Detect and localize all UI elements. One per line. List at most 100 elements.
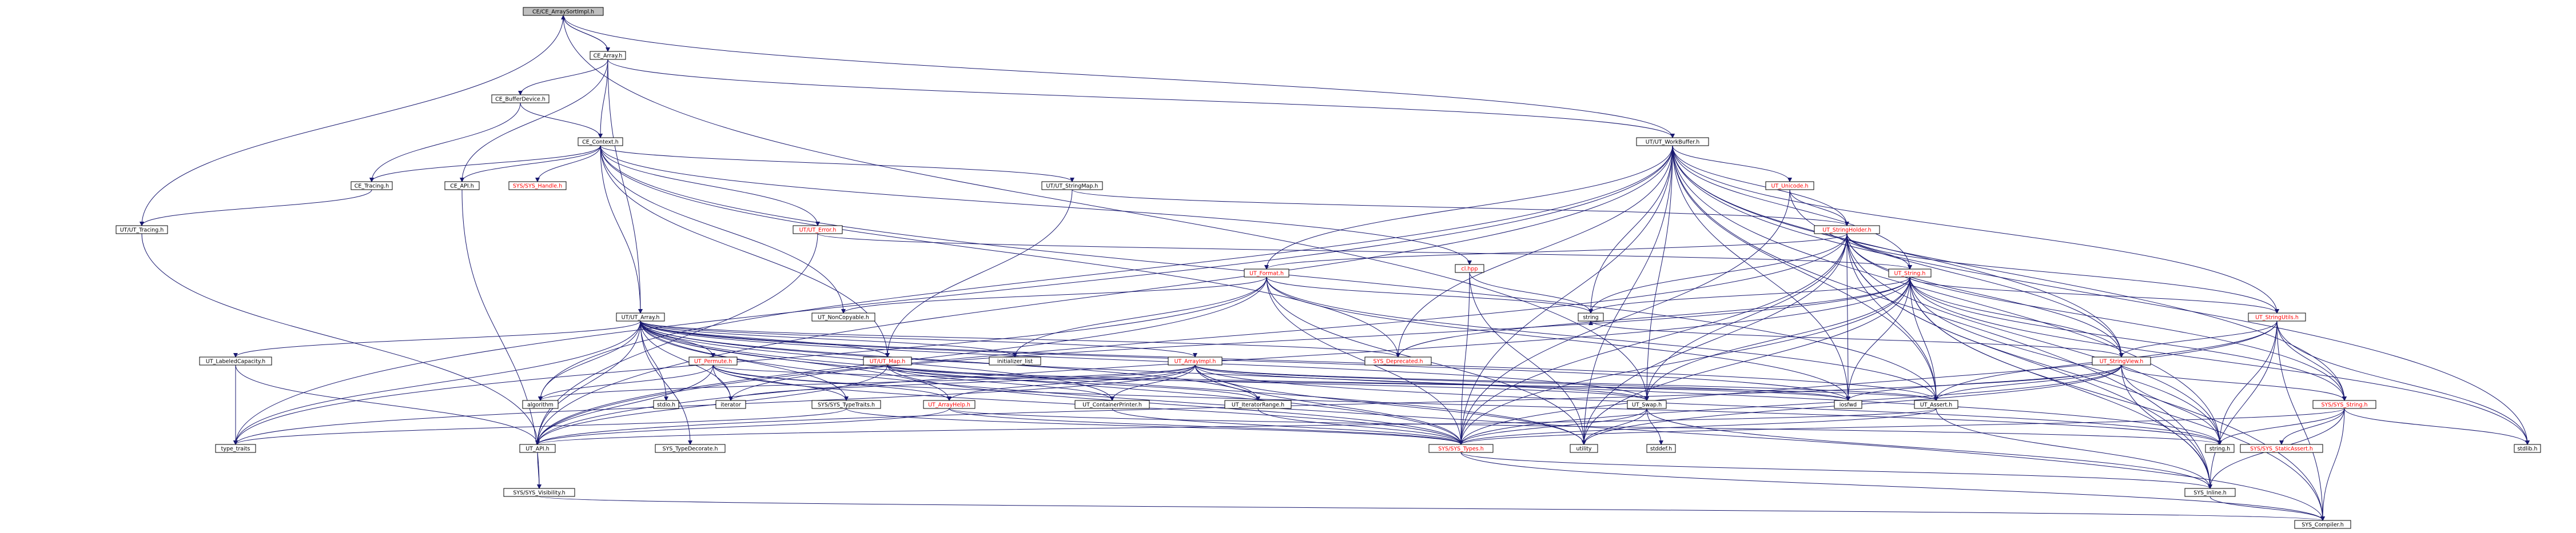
node-sys-types[interactable]: SYS/SYS_Types.h: [1428, 444, 1494, 453]
node-sys-inline[interactable]: SYS_Inline.h: [2184, 488, 2236, 497]
node-box: [1914, 400, 1958, 409]
edge-ce_context-to-ut_error: [600, 145, 820, 226]
node-box: [444, 181, 480, 190]
edge-ce_context-to-ut_array: [600, 145, 643, 314]
edge-ut_map-to-ut_containerprinter: [887, 364, 1114, 401]
node-label: utility: [1576, 446, 1591, 452]
nodes: CE/CE_ArraySortImpl.hCE_Array.hCE_Buffer…: [116, 7, 2541, 529]
node-root[interactable]: CE/CE_ArraySortImpl.h: [523, 7, 604, 16]
edge-ut_permute-to-ut_api: [535, 364, 714, 445]
node-ut-stringview[interactable]: UT_StringView.h: [2092, 356, 2151, 366]
node-label: SYS/SYS_TypeTraits.h: [818, 402, 875, 408]
node-sys-typetraits[interactable]: SYS/SYS_TypeTraits.h: [811, 400, 881, 409]
edge-cl_hpp-to-sys_types: [1459, 272, 1470, 445]
edge-ut_array-to-sys_types: [640, 320, 1463, 445]
edge-ut_swap-to-utility: [1582, 408, 1647, 445]
edge-sys_string-to-string_h: [2217, 408, 2345, 445]
node-ut-unicode[interactable]: UT_Unicode.h: [1765, 181, 1814, 190]
node-sys-visibility[interactable]: SYS/SYS_Visibility.h: [503, 488, 575, 497]
node-ut-stringholder[interactable]: UT_StringHolder.h: [1814, 225, 1880, 234]
edge-ut_arrayimpl-to-ut_containerprinter: [1110, 364, 1196, 401]
node-ut-map[interactable]: UT/UT_Map.h: [863, 356, 912, 366]
node-box: [2312, 400, 2376, 409]
edge-ut_stringholder-to-ut_swap: [1645, 233, 1848, 401]
node-label: UT_Assert.h: [1920, 402, 1952, 408]
node-ce-tracing[interactable]: CE_Tracing.h: [351, 181, 393, 190]
node-cl-hpp[interactable]: cl.hpp: [1455, 264, 1484, 273]
edge-ut_arrayhelp-to-sys_types: [949, 408, 1463, 445]
node-ut-permute[interactable]: UT_Permute.h: [688, 356, 738, 366]
node-box: [2092, 356, 2151, 366]
node-label: UT/UT_Map.h: [870, 359, 906, 365]
node-box: [1041, 181, 1103, 190]
node-ce-api[interactable]: CE_API.h: [444, 181, 480, 190]
edge-ut_assert-to-sys_inline: [1936, 408, 2212, 489]
node-sys-staticassert[interactable]: SYS/SYS_StaticAssert.h: [2240, 444, 2323, 453]
edge-ut_stringview-to-sys_inline: [2121, 364, 2212, 489]
node-ut-tracing[interactable]: UT/UT_Tracing.h: [116, 225, 168, 234]
node-box: [688, 356, 738, 366]
node-ut-swap[interactable]: UT_Swap.h: [1627, 400, 1667, 409]
node-sys-string[interactable]: SYS/SYS_String.h: [2312, 400, 2376, 409]
node-ut-format[interactable]: UT_Format.h: [1244, 268, 1289, 278]
edge-ut_stringholder-to-sys_types: [1459, 233, 1848, 445]
node-box: [1428, 444, 1494, 453]
edge-ut_workbuffer-to-ut_swap: [1645, 145, 1673, 401]
node-ut-arrayimpl[interactable]: UT_ArrayImpl.h: [1168, 356, 1223, 366]
node-sys-deprecated[interactable]: SYS_Deprecated.h: [1364, 356, 1432, 366]
edge-ut_array-to-ut_swap: [640, 320, 1649, 401]
node-box: [522, 400, 559, 409]
node-type-traits: type_traits: [215, 444, 256, 453]
edge-ut_stringutils-to-sys_inline: [2208, 320, 2278, 489]
edge-ut_array-to-sys_deprecated: [640, 320, 1400, 358]
edge-ce_bufferdevice-to-ce_tracing: [369, 102, 521, 182]
node-ce-context[interactable]: CE_Context.h: [578, 137, 623, 146]
node-ut-iteratorrange[interactable]: UT_IteratorRange.h: [1224, 400, 1292, 409]
node-ut-arrayhelp[interactable]: UT_ArrayHelp.h: [923, 400, 976, 409]
node-ce-bufferdevice[interactable]: CE_BufferDevice.h: [491, 94, 550, 103]
node-ut-stringutils[interactable]: UT_StringUtils.h: [2248, 312, 2306, 322]
edge-ce_bufferdevice-to-ce_context: [520, 102, 603, 138]
edge-ut_map-to-ut_swap: [887, 364, 1649, 401]
node-box: [116, 225, 168, 234]
edge-root-to-ut_workbuffer: [563, 15, 1675, 138]
edge-ce_context-to-ut_noncopyable: [600, 145, 846, 314]
node-ut-noncopyable[interactable]: UT_NonCopyable.h: [811, 312, 875, 322]
node-sys-typedecorate[interactable]: SYS_TypeDecorate.h: [655, 444, 726, 453]
node-box: [1578, 312, 1604, 322]
node-label: UT_LabeledCapacity.h: [206, 359, 265, 365]
node-box: [1834, 400, 1862, 409]
node-sys-compiler[interactable]: SYS_Compiler.h: [2294, 520, 2351, 529]
node-box: [1888, 268, 1932, 278]
node-ce-array[interactable]: CE_Array.h: [590, 51, 626, 60]
node-sys-handle[interactable]: SYS/SYS_Handle.h: [508, 181, 567, 190]
edge-ut_workbuffer-to-string: [1588, 145, 1673, 314]
node-ut-array[interactable]: UT/UT_Array.h: [616, 312, 665, 322]
edge-ut_format-to-string: [1266, 276, 1593, 314]
node-label: stdlib.h: [2517, 446, 2537, 452]
edge-ut_array-to-ut_assert: [640, 320, 1938, 401]
edge-ut_stringview-to-ut_assert: [1934, 364, 2122, 401]
node-label: CE_Array.h: [594, 53, 623, 59]
node-box: [989, 356, 1041, 366]
node-ut-error[interactable]: UT/UT_Error.h: [793, 225, 843, 234]
node-ut-stringmap[interactable]: UT/UT_StringMap.h: [1041, 181, 1103, 190]
node-ut-labeledcapacity[interactable]: UT_LabeledCapacity.h: [199, 356, 272, 366]
node-label: CE_API.h: [450, 183, 473, 190]
node-label: SYS/SYS_Handle.h: [513, 183, 562, 190]
edge-ut_api-to-sys_visibility: [536, 452, 542, 489]
node-ut-containerprinter[interactable]: UT_ContainerPrinter.h: [1074, 400, 1150, 409]
node-ut-api[interactable]: UT_API.h: [519, 444, 556, 453]
node-label: algorithm: [527, 402, 554, 408]
edge-ut_arrayimpl-to-iosfwd: [1195, 364, 1850, 401]
node-ut-string[interactable]: UT_String.h: [1888, 268, 1932, 278]
edge-ut_string-to-sys_inline: [1909, 276, 2212, 489]
node-ut-workbuffer[interactable]: UT/UT_WorkBuffer.h: [1636, 137, 1709, 146]
node-box: [523, 7, 604, 16]
edge-ce_array-to-ce_api: [460, 59, 608, 182]
node-box: [503, 488, 575, 497]
edge-ut_stringutils-to-stdlib: [2276, 320, 2530, 445]
edge-root-to-ut_tracing: [140, 15, 564, 226]
node-ut-assert[interactable]: UT_Assert.h: [1914, 400, 1958, 409]
node-label: UT/UT_Error.h: [799, 227, 837, 234]
